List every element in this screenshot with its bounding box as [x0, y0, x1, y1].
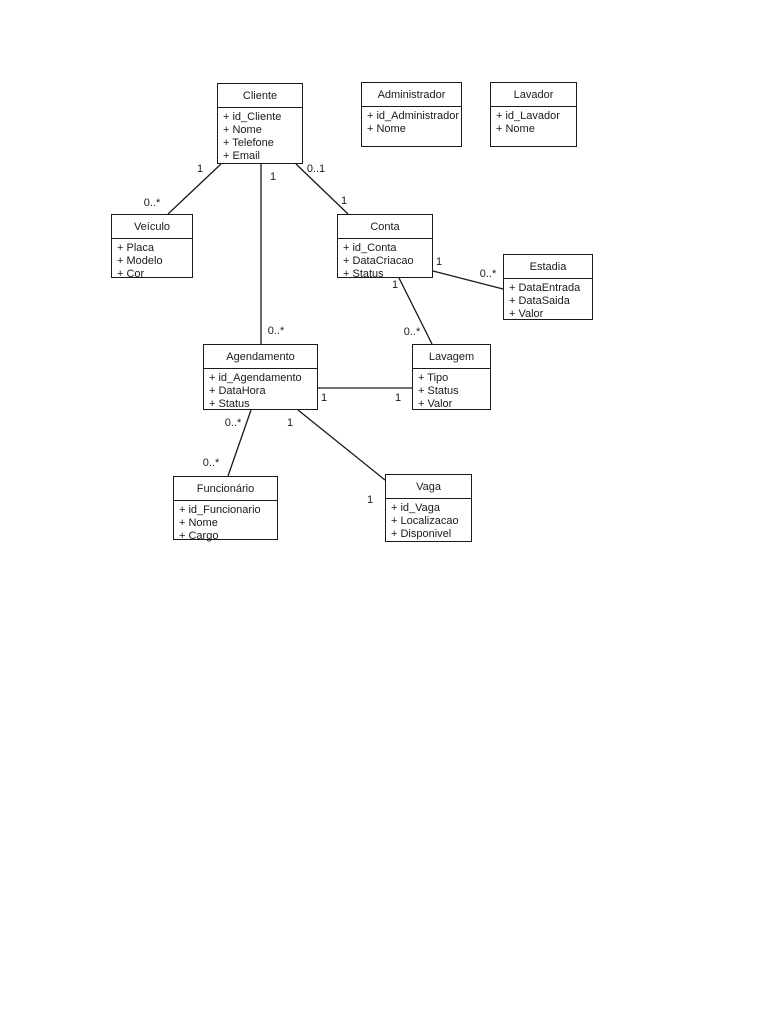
- class-attributes: + id_Vaga+ Localizacao+ Disponivel: [386, 499, 471, 543]
- class-title: Lavador: [491, 83, 576, 107]
- class-attributes: + id_Administrador+ Nome: [362, 107, 461, 146]
- class-box-administrador: Administrador+ id_Administrador+ Nome: [361, 82, 462, 147]
- class-attribute: + DataSaida: [509, 295, 570, 307]
- class-title: Administrador: [362, 83, 461, 107]
- class-attribute: + Nome: [179, 517, 218, 529]
- class-title: Estadia: [504, 255, 592, 279]
- class-attributes: + Tipo+ Status+ Valor: [413, 369, 490, 413]
- class-attribute: + Tipo: [418, 372, 449, 384]
- edge-agendamento-funcionario: [227, 409, 252, 477]
- multiplicity-label: 1: [436, 256, 442, 268]
- class-attribute: + id_Conta: [343, 242, 397, 254]
- multiplicity-label: 0..*: [144, 197, 161, 209]
- class-attribute: + Valor: [509, 308, 544, 320]
- class-attribute: + Status: [343, 268, 384, 280]
- class-box-lavagem: Lavagem+ Tipo+ Status+ Valor: [412, 344, 491, 410]
- class-box-conta: Conta+ id_Conta+ DataCriacao+ Status: [337, 214, 433, 280]
- class-attribute: + id_Cliente: [223, 111, 282, 123]
- class-title: Veículo: [112, 215, 192, 239]
- class-box-vaga: Vaga+ id_Vaga+ Localizacao+ Disponivel: [385, 474, 472, 542]
- class-attribute: + Nome: [496, 123, 535, 135]
- class-attribute: + id_Lavador: [496, 110, 560, 122]
- class-attributes: + id_Cliente+ Nome+ Telefone+ Email: [218, 108, 302, 165]
- class-box-funcionario: Funcionário+ id_Funcionario+ Nome+ Cargo: [173, 476, 278, 542]
- class-title: Cliente: [218, 84, 302, 108]
- class-attributes: + Placa+ Modelo+ Cor: [112, 239, 192, 283]
- edge-cliente-veiculo: [167, 163, 222, 215]
- class-attributes: + id_Lavador+ Nome: [491, 107, 576, 146]
- class-attribute: + Modelo: [117, 255, 163, 267]
- class-attribute: + DataCriacao: [343, 255, 414, 267]
- class-attribute: + Telefone: [223, 137, 274, 149]
- edge-agendamento-vaga: [297, 409, 386, 481]
- class-box-estadia: Estadia+ DataEntrada+ DataSaida+ Valor: [503, 254, 593, 320]
- class-attribute: + id_Administrador: [367, 110, 460, 122]
- edge-conta-estadia: [432, 270, 504, 290]
- class-box-veiculo: Veículo+ Placa+ Modelo+ Cor: [111, 214, 193, 280]
- class-box-lavador: Lavador+ id_Lavador+ Nome: [490, 82, 577, 147]
- class-title: Lavagem: [413, 345, 490, 369]
- class-attribute: + DataEntrada: [509, 282, 581, 294]
- edge-cliente-conta: [295, 163, 349, 215]
- class-attribute: + Localizacao: [391, 515, 459, 527]
- class-attributes: + DataEntrada+ DataSaida+ Valor: [504, 279, 592, 323]
- class-title: Agendamento: [204, 345, 317, 369]
- class-attribute: + Status: [209, 398, 250, 410]
- edge-conta-lavagem: [398, 277, 433, 345]
- class-box-agendamento: Agendamento+ id_Agendamento+ DataHora+ S…: [203, 344, 318, 410]
- multiplicity-label: 1: [367, 494, 373, 506]
- class-attribute: + Valor: [418, 398, 453, 410]
- class-attributes: + id_Funcionario+ Nome+ Cargo: [174, 501, 277, 545]
- class-attribute: + id_Vaga: [391, 502, 441, 514]
- multiplicity-label: 1: [392, 279, 398, 291]
- class-attribute: + Placa: [117, 242, 154, 254]
- class-attribute: + DataHora: [209, 385, 266, 397]
- class-attribute: + Email: [223, 150, 260, 162]
- multiplicity-label: 0..*: [203, 457, 220, 469]
- class-attribute: + Cargo: [179, 530, 219, 542]
- class-attribute: + Nome: [367, 123, 406, 135]
- multiplicity-label: 0..*: [404, 326, 421, 338]
- class-title: Funcionário: [174, 477, 277, 501]
- multiplicity-label: 0..*: [225, 417, 242, 429]
- class-title: Conta: [338, 215, 432, 239]
- class-attribute: + Status: [418, 385, 459, 397]
- class-title: Vaga: [386, 475, 471, 499]
- multiplicity-label: 1: [341, 195, 347, 207]
- multiplicity-label: 0..1: [307, 163, 325, 175]
- multiplicity-label: 1: [395, 392, 401, 404]
- class-attribute: + Disponivel: [391, 528, 452, 540]
- multiplicity-label: 1: [197, 163, 203, 175]
- class-box-cliente: Cliente+ id_Cliente+ Nome+ Telefone+ Ema…: [217, 83, 303, 164]
- class-attribute: + Cor: [117, 268, 145, 280]
- multiplicity-label: 0..*: [268, 325, 285, 337]
- class-attributes: + id_Agendamento+ DataHora+ Status: [204, 369, 317, 413]
- class-attribute: + id_Agendamento: [209, 372, 302, 384]
- multiplicity-label: 1: [287, 417, 293, 429]
- class-attribute: + Nome: [223, 124, 262, 136]
- multiplicity-label: 0..*: [480, 268, 497, 280]
- class-attribute: + id_Funcionario: [179, 504, 261, 516]
- multiplicity-label: 1: [270, 171, 276, 183]
- multiplicity-label: 1: [321, 392, 327, 404]
- class-attributes: + id_Conta+ DataCriacao+ Status: [338, 239, 432, 283]
